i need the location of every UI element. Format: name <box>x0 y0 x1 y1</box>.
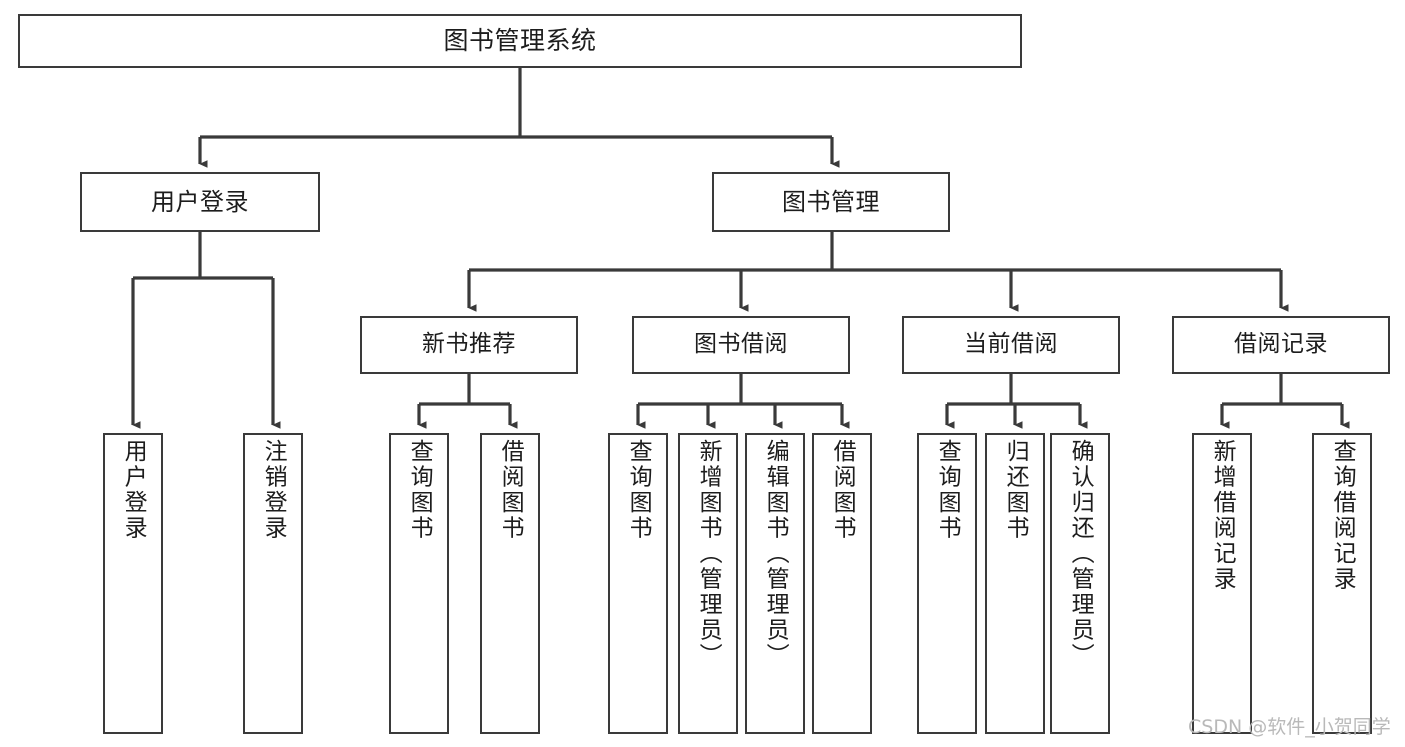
leaf-edit-book-admin[interactable]: 编辑图书（管理员） <box>745 433 805 734</box>
leaf-confirm-return-admin-label: 确认归还（管理员） <box>1067 439 1094 669</box>
node-current-borrow[interactable]: 当前借阅 <box>902 316 1120 374</box>
node-user-login[interactable]: 用户登录 <box>80 172 320 232</box>
leaf-add-book-admin[interactable]: 新增图书（管理员） <box>678 433 738 734</box>
leaf-add-borrow-record-label: 新增借阅记录 <box>1209 439 1236 592</box>
node-current-borrow-label: 当前借阅 <box>964 331 1058 358</box>
leaf-logout-login[interactable]: 注销登录 <box>243 433 303 734</box>
leaf-return-book-label: 归还图书 <box>1002 439 1029 541</box>
node-new-book-recommend-label: 新书推荐 <box>422 331 516 358</box>
leaf-borrow-book-new-label: 借阅图书 <box>497 439 524 541</box>
leaf-confirm-return-admin[interactable]: 确认归还（管理员） <box>1050 433 1110 734</box>
leaf-query-book-borrow[interactable]: 查询图书 <box>608 433 668 734</box>
leaf-add-book-admin-label: 新增图书（管理员） <box>695 439 722 669</box>
leaf-query-book-new[interactable]: 查询图书 <box>389 433 449 734</box>
leaf-return-book[interactable]: 归还图书 <box>985 433 1045 734</box>
node-user-login-label: 用户登录 <box>151 187 249 216</box>
leaf-logout-login-label: 注销登录 <box>260 439 287 541</box>
leaf-query-book-borrow-label: 查询图书 <box>625 439 652 541</box>
leaf-add-borrow-record[interactable]: 新增借阅记录 <box>1192 433 1252 734</box>
leaf-query-borrow-record[interactable]: 查询借阅记录 <box>1312 433 1372 734</box>
leaf-borrow-book[interactable]: 借阅图书 <box>812 433 872 734</box>
node-root[interactable]: 图书管理系统 <box>18 14 1022 68</box>
node-book-borrow[interactable]: 图书借阅 <box>632 316 850 374</box>
leaf-borrow-book-label: 借阅图书 <box>829 439 856 541</box>
node-book-borrow-label: 图书借阅 <box>694 331 788 358</box>
leaf-user-login[interactable]: 用户登录 <box>103 433 163 734</box>
node-book-management-label: 图书管理 <box>782 187 880 216</box>
node-root-label: 图书管理系统 <box>443 26 597 56</box>
node-borrow-record[interactable]: 借阅记录 <box>1172 316 1390 374</box>
leaf-query-book-current[interactable]: 查询图书 <box>917 433 977 734</box>
leaf-query-book-new-label: 查询图书 <box>406 439 433 541</box>
node-book-management[interactable]: 图书管理 <box>712 172 950 232</box>
leaf-edit-book-admin-label: 编辑图书（管理员） <box>762 439 789 669</box>
leaf-user-login-label: 用户登录 <box>120 439 147 541</box>
leaf-query-borrow-record-label: 查询借阅记录 <box>1329 439 1356 592</box>
node-borrow-record-label: 借阅记录 <box>1234 331 1328 358</box>
leaf-borrow-book-new[interactable]: 借阅图书 <box>480 433 540 734</box>
node-new-book-recommend[interactable]: 新书推荐 <box>360 316 578 374</box>
leaf-query-book-current-label: 查询图书 <box>934 439 961 541</box>
csdn-watermark: CSDN @软件_小贺同学 <box>1188 716 1391 738</box>
